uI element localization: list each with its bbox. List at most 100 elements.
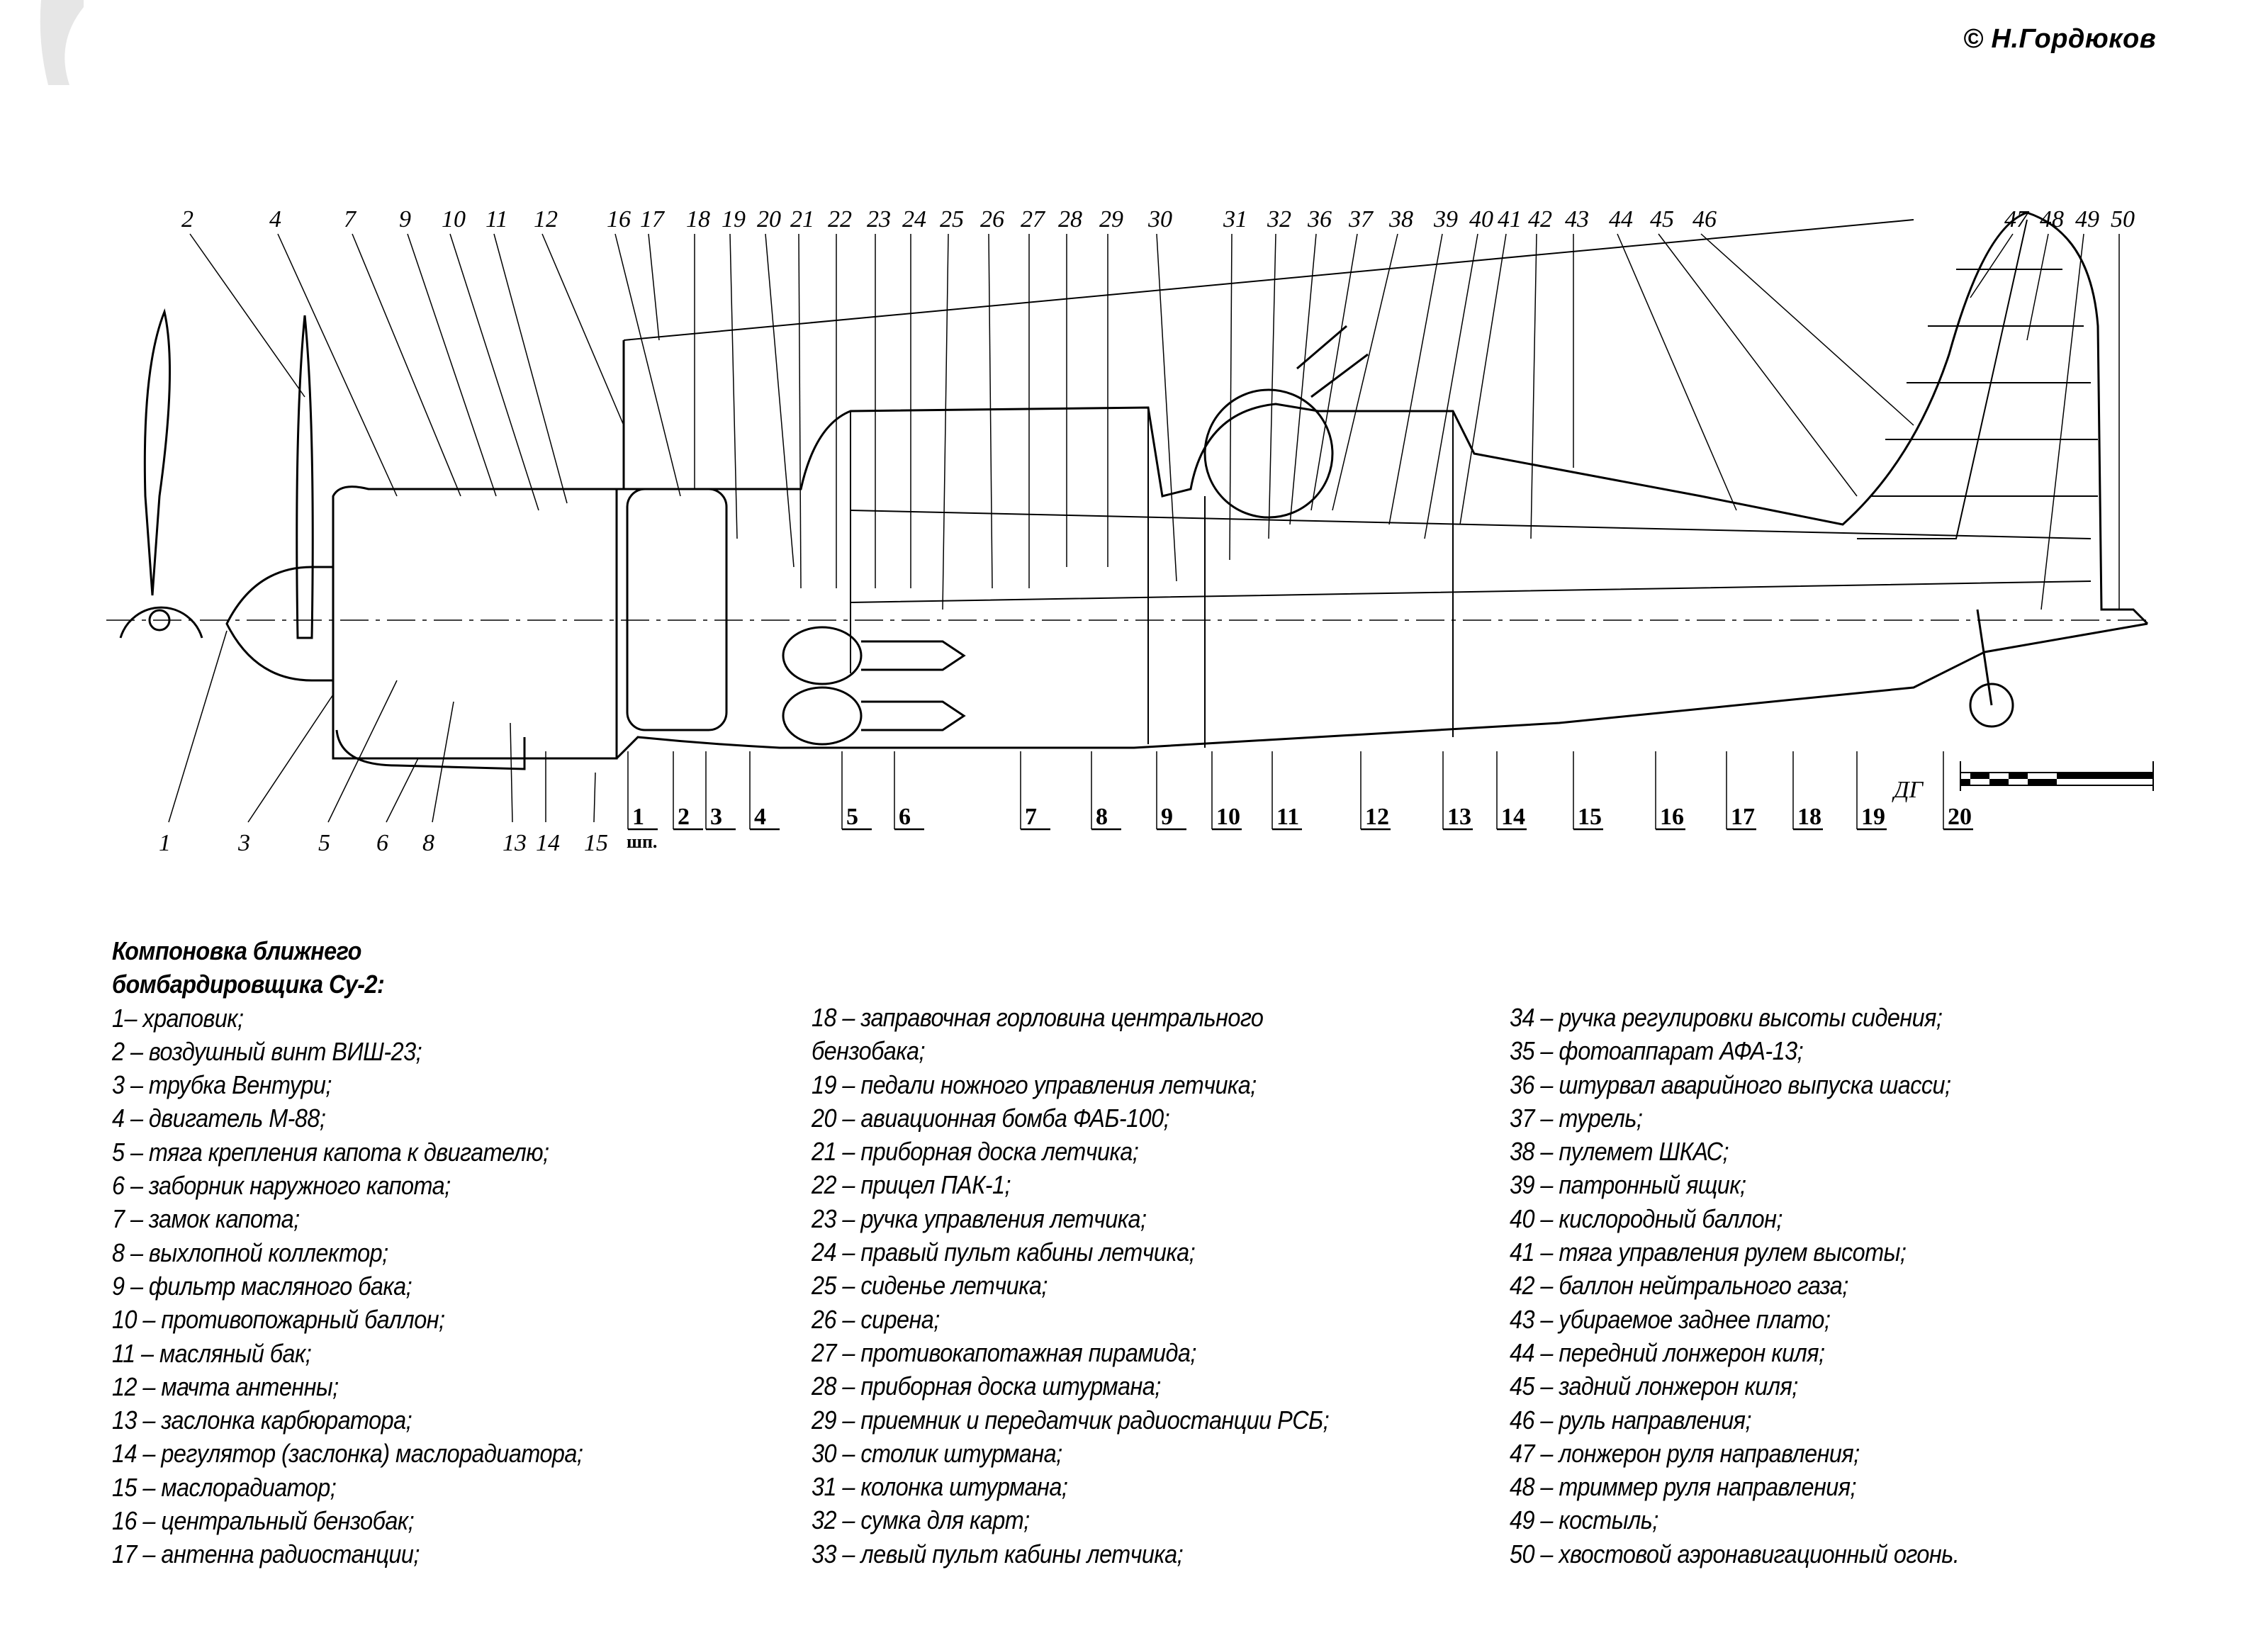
legend-item: бензобака; — [812, 1036, 926, 1066]
callout-number: 37 — [1348, 206, 1374, 232]
callout-number: 19 — [722, 206, 746, 232]
corner-mark — [40, 0, 84, 85]
legend-item: 48 – триммер руля направления; — [1510, 1472, 1857, 1502]
callout-number: 14 — [536, 830, 560, 856]
callout-leader-line — [1332, 233, 1398, 511]
callout-leader-line — [168, 630, 228, 823]
frame-number: 5 — [846, 804, 858, 830]
callout-leader-line — [1229, 233, 1233, 561]
frame-number: 12 — [1365, 804, 1389, 830]
legend-item: 8 – выхлопной коллектор; — [112, 1238, 388, 1267]
callout-leader-line — [593, 772, 596, 823]
callout-leader-line — [1700, 233, 1914, 426]
frame-number: 7 — [1025, 804, 1037, 830]
frame-number: 8 — [1096, 804, 1108, 830]
callout-number: 49 — [2075, 206, 2099, 232]
propeller-blade-side — [296, 315, 314, 639]
callout-leader-line — [1459, 233, 1507, 525]
legend-item: 32 – сумка для карт; — [812, 1505, 1030, 1535]
tail-wheel — [1969, 683, 2014, 728]
callout-number: 27 — [1021, 206, 1046, 232]
callout-number: 40 — [1469, 206, 1493, 232]
spinner — [225, 566, 335, 682]
callout-leader-line — [327, 680, 398, 823]
callout-number: 45 — [1650, 206, 1674, 232]
legend-item: 4 – двигатель М-88; — [112, 1104, 326, 1133]
legend-item: 37 – турель; — [1510, 1103, 1643, 1133]
legend-item: 29 – приемник и передатчик радиостанции … — [812, 1405, 1330, 1435]
machine-gun — [1296, 325, 1369, 398]
callout-leader-line — [449, 233, 539, 511]
callout-number: 41 — [1498, 206, 1522, 232]
legend-item: 10 – противопожарный баллон; — [112, 1305, 445, 1335]
callout-number: 15 — [584, 830, 608, 856]
callout-leader-line — [1156, 233, 1177, 582]
callout-leader-line — [277, 233, 398, 497]
callout-leader-line — [648, 233, 660, 341]
legend-title-line-2: бомбардировщика Су-2: — [112, 970, 385, 999]
legend-item: 49 – костыль; — [1510, 1505, 1658, 1535]
legend-title-line-1: Компоновка ближнего — [112, 936, 361, 965]
legend-item: 18 – заправочная горловина центрального — [812, 1003, 1264, 1032]
callout-number: 7 — [344, 206, 357, 232]
legend-item: 27 – противокапотажная пирамида; — [812, 1337, 1196, 1367]
legend-item: 42 – баллон нейтрального газа; — [1510, 1271, 1848, 1301]
propeller-blade-front — [143, 308, 172, 596]
legend-item: 34 – ручка регулировки высоты сидения; — [1510, 1003, 1943, 1032]
legend-item: 46 – руль направления; — [1510, 1405, 1751, 1435]
bomb-upper — [782, 626, 863, 685]
cowl-intake — [335, 729, 526, 770]
callout-number: 23 — [867, 206, 891, 232]
callout-number: 50 — [2111, 206, 2135, 232]
frame-number: 3 — [710, 804, 722, 830]
frame-number: 11 — [1276, 804, 1299, 830]
callout-number: 12 — [534, 206, 558, 232]
callout-number: 39 — [1433, 206, 1458, 232]
legend-item: 1– храповик; — [112, 1003, 244, 1033]
callout-number: 46 — [1692, 206, 1717, 232]
copyright-credit: © Н.Гордюков — [1963, 24, 2157, 54]
callout-number: 10 — [442, 206, 466, 232]
callout-number: 28 — [1058, 206, 1082, 232]
legend-item: 14 – регулятор (заслонка) маслорадиатора… — [112, 1439, 583, 1469]
legend-item: 12 – мачта антенны; — [112, 1371, 339, 1401]
bomb-lower — [782, 686, 863, 746]
legend-item: 33 – левый пульт кабины летчика; — [812, 1539, 1184, 1569]
callout-leader-line — [2040, 233, 2084, 610]
legend-item: 40 – кислородный баллон; — [1510, 1203, 1783, 1233]
legend-item: 47 – лонжерон руля направления; — [1510, 1438, 1860, 1468]
legend-item: 11 – масляный бак; — [112, 1338, 312, 1368]
callout-leader-line — [352, 233, 461, 497]
frame-number: 2 — [678, 804, 690, 830]
legend-item: 2 – воздушный винт ВИШ-23; — [112, 1036, 422, 1066]
frame-number: 17 — [1731, 804, 1755, 830]
legend-item: 21 – приборная доска летчика; — [812, 1137, 1139, 1167]
callout-leader-line — [942, 233, 949, 610]
callout-number: 38 — [1388, 206, 1413, 232]
callout-number: 22 — [828, 206, 852, 232]
legend-item: 30 – столик штурмана; — [812, 1438, 1062, 1468]
fuselage-top — [617, 211, 2149, 625]
legend-item: 39 – патронный ящик; — [1510, 1170, 1746, 1200]
legend-item: 31 – колонка штурмана; — [812, 1472, 1068, 1502]
legend-item: 50 – хвостовой аэронавигационный огонь. — [1510, 1539, 1960, 1569]
callout-leader-line — [1658, 233, 1858, 497]
callout-number: 3 — [237, 830, 250, 856]
callout-leader-line — [2026, 233, 2049, 341]
callout-number: 36 — [1307, 206, 1332, 232]
callout-leader-line — [614, 233, 681, 497]
legend-item: 43 – убираемое заднее плато; — [1510, 1304, 1831, 1334]
legend-item: 23 – ручка управления летчика; — [812, 1203, 1147, 1233]
callout-number: 2 — [181, 206, 193, 232]
frame-number: 1 — [632, 804, 644, 830]
legend-item: 26 – сирена; — [812, 1304, 940, 1334]
callout-number: 4 — [269, 206, 281, 232]
callout-leader-line — [1268, 233, 1276, 539]
callout-number: 24 — [902, 206, 926, 232]
callout-leader-line — [493, 233, 568, 504]
legend-item: 35 – фотоаппарат АФА-13; — [1510, 1036, 1804, 1066]
legend-item: 15 – маслорадиатор; — [112, 1472, 337, 1502]
